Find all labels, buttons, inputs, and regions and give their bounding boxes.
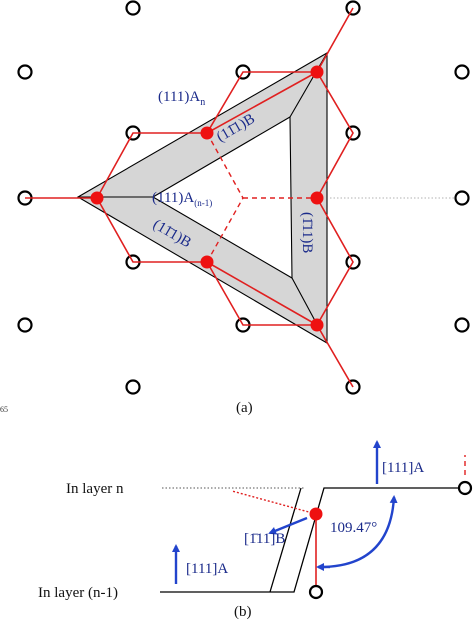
lattice-atom xyxy=(17,64,33,80)
atom-bottom xyxy=(308,584,324,600)
lattice-atom xyxy=(454,64,470,80)
dashed-bonds xyxy=(206,132,317,263)
red-atom xyxy=(310,191,324,205)
caption-a: (a) xyxy=(236,400,253,416)
arrow-111b xyxy=(268,516,308,535)
panel-a: (111)An (111)A(n-1) (11̄1)B (11̄1)B (1̄1… xyxy=(0,0,470,416)
angle-arc xyxy=(319,495,398,569)
label-111a-n: (111)An xyxy=(158,89,205,108)
lattice-atom xyxy=(454,317,470,333)
lattice-atom xyxy=(345,125,361,141)
red-atom-b xyxy=(309,507,323,521)
step-profile xyxy=(160,487,465,593)
lattice-atom xyxy=(345,254,361,270)
atom-right xyxy=(457,480,473,496)
red-atom xyxy=(310,65,324,79)
red-atom xyxy=(200,126,214,140)
lattice-atom xyxy=(125,0,141,16)
lattice-atom xyxy=(345,0,361,16)
label-dir-111b: [1̄11]B xyxy=(244,531,285,547)
caption-b: (b) xyxy=(234,604,252,620)
lattice-atom xyxy=(454,190,470,206)
step-inner-edge xyxy=(269,487,302,593)
red-atom xyxy=(90,191,104,205)
red-atoms xyxy=(90,65,324,332)
label-angle: 109.47° xyxy=(330,520,377,536)
label-layer-n-minus-1: In layer (n-1) xyxy=(38,585,118,601)
red-atom xyxy=(200,255,214,269)
label-right-face: (1̄11)B xyxy=(299,212,315,253)
red-atom xyxy=(310,318,324,332)
lattice-atom xyxy=(17,317,33,333)
label-111a-n-minus-1: (111)A(n-1) xyxy=(152,190,212,208)
panel-b: In layer n In layer (n-1) [111]A [111]A … xyxy=(38,440,473,620)
page-number: 65 xyxy=(0,405,8,414)
label-dir-111a-right: [111]A xyxy=(382,460,424,476)
bond-dotted xyxy=(231,490,317,515)
label-layer-n: In layer n xyxy=(66,481,124,497)
label-dir-111a-left: [111]A xyxy=(186,561,228,577)
lattice-atom xyxy=(125,379,141,395)
lattice-atom xyxy=(345,379,361,395)
